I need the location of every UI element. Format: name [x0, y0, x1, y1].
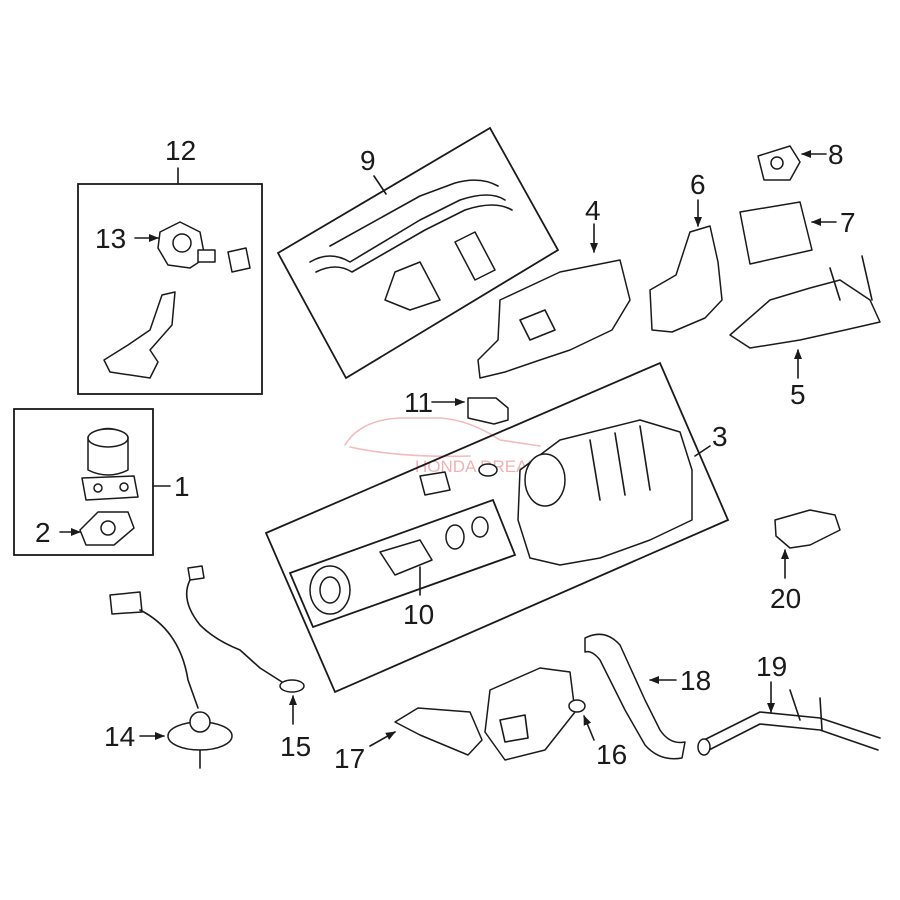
callout-11: 11 [404, 387, 433, 418]
callout-17: 17 [334, 743, 365, 774]
callout-7: 7 [840, 207, 856, 238]
callout-5: 5 [790, 379, 806, 410]
callout-3: 3 [712, 421, 728, 452]
group-box-1 [13, 408, 154, 556]
callout-15: 15 [280, 731, 311, 762]
callout-9: 9 [360, 145, 376, 176]
callout-6: 6 [690, 169, 706, 200]
callout-10: 10 [403, 599, 434, 630]
part-2-gasket [79, 511, 135, 546]
group-box-9 [276, 126, 560, 380]
watermark-logo: HONDA DREAM [344, 417, 542, 476]
part-4-heat-shield [477, 259, 631, 379]
part-8-bracket [757, 145, 801, 181]
part-14-o2-sensor [109, 591, 233, 769]
part-10-solenoid [309, 516, 489, 615]
callout-14: 14 [104, 721, 135, 752]
callout-1: 1 [174, 471, 190, 502]
part-15-o2-sensor [185, 565, 305, 693]
part-16-box [484, 667, 586, 761]
part-3-clip [419, 471, 451, 496]
callout-8: 8 [828, 139, 844, 170]
part-1-egr-valve [81, 427, 139, 501]
part-11-sensor [467, 397, 509, 425]
group-box-3 [264, 361, 730, 694]
callout-4: 4 [585, 195, 601, 226]
callout-12: 12 [165, 135, 196, 166]
part-3-canister [517, 419, 693, 566]
part-13-valve [157, 221, 251, 273]
o-ring [478, 463, 498, 477]
group-box-10 [288, 498, 517, 629]
callout-16: 16 [596, 739, 627, 770]
part-5-shield [729, 255, 881, 349]
leader-arrows [59, 150, 837, 747]
part-6-bracket [649, 225, 723, 333]
callout-20: 20 [770, 583, 801, 614]
callout-19: 19 [756, 651, 787, 682]
callout-2: 2 [35, 517, 51, 548]
part-17-bracket [394, 707, 483, 756]
callout-18: 18 [680, 665, 711, 696]
part-18-hose [584, 633, 686, 760]
part-20-sensor [774, 509, 841, 549]
part-7-cover [739, 201, 813, 265]
part-19-pipe [697, 689, 881, 756]
part-9-pipe [309, 179, 513, 311]
group-box-12 [77, 183, 263, 395]
callout-13: 13 [95, 223, 126, 254]
watermark-text: HONDA DREAM [415, 457, 542, 476]
part-12-hose [103, 291, 176, 379]
